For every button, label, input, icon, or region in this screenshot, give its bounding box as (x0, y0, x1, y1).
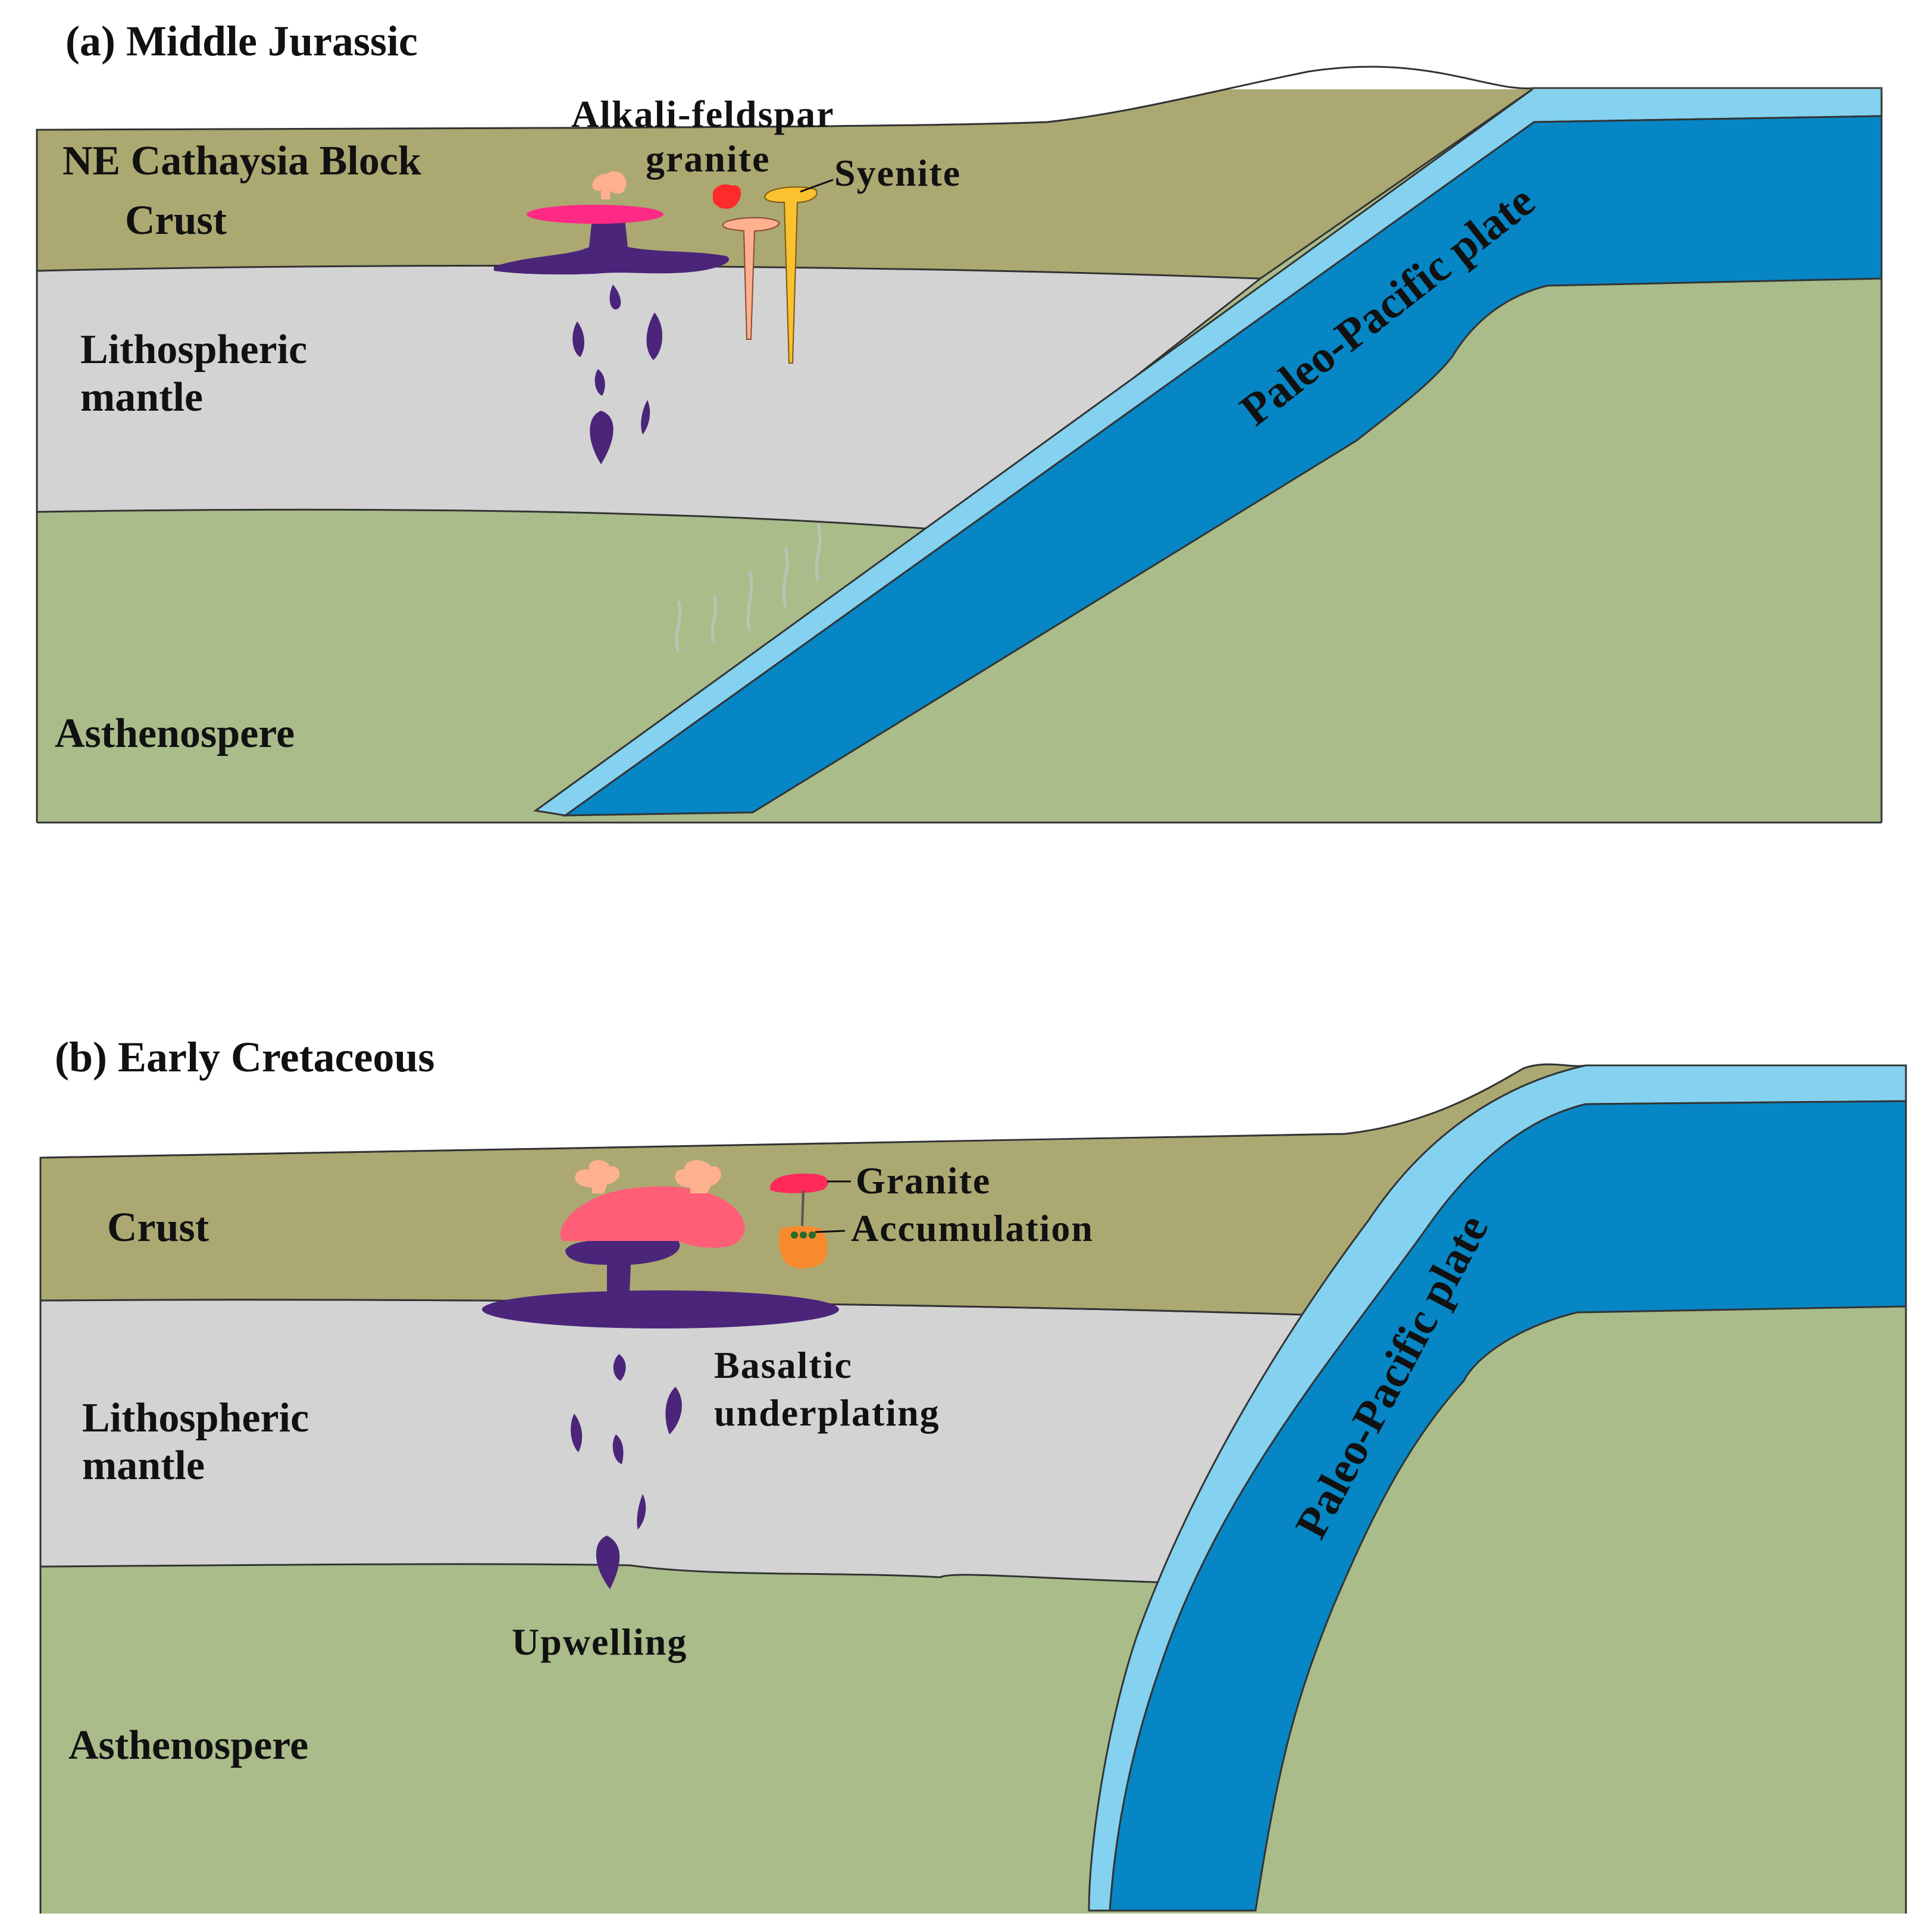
panel-b-mafic-stem (565, 1240, 680, 1293)
panel-a-magma-drop (590, 411, 614, 464)
panel-b-sky-above-crust (40, 1059, 1906, 1158)
panel-b-magma-drop (612, 1434, 624, 1464)
panel-b-crust-label: Crust (107, 1205, 209, 1251)
panel-b-magma-drop (665, 1387, 682, 1434)
panel-a-magma-drop (641, 400, 650, 434)
panel-b-mantle-label-2: mantle (82, 1443, 205, 1489)
panel-a-peach-cloud (592, 171, 627, 199)
panel-a-mafic-pool (494, 219, 730, 275)
panel-a-afg-dyke (722, 217, 781, 340)
panel-a-heat-wisps (675, 523, 822, 652)
panel-b-magma-drop (596, 1536, 620, 1589)
panel-a-syenite-leader (800, 179, 834, 193)
panel-b-accumulation-crystal (800, 1231, 807, 1239)
panel-b-magma-drop (637, 1494, 646, 1530)
panel-b-basaltic-label-2: underplating (714, 1392, 940, 1434)
panel-b-mantle-label-1: Lithospheric (82, 1395, 309, 1441)
panel-b-basaltic-label-1: Basaltic (714, 1344, 853, 1386)
panel-a-afg-red-body (712, 184, 741, 209)
panel-b-accumulation-label: Accumulation (851, 1207, 1094, 1249)
panel-b-peach-cloud (675, 1160, 721, 1193)
panel-b-magma-drop (571, 1414, 583, 1452)
panel-a-afg-label-1: Alkali-feldspar (571, 93, 834, 135)
panel-a-block-label: NE Cathaysia Block (62, 138, 421, 184)
panel-b-granite-label: Granite (856, 1159, 991, 1202)
panel-b-granite-body (560, 1186, 745, 1248)
panel-b-asthenosphere-label: Asthenospere (68, 1722, 308, 1768)
panel-a-crust-top (36, 65, 1882, 131)
panel-a-crust-label: Crust (125, 198, 227, 243)
panel-b-accumulation-crystal (809, 1231, 816, 1239)
panel-b-accumulation-leader (815, 1230, 846, 1233)
panel-b-underplating (482, 1290, 839, 1328)
panel-b-magma-drop (613, 1354, 626, 1381)
panel-a-mantle-label-1: Lithospheric (80, 327, 307, 373)
panel-a-magma-drop (646, 312, 662, 360)
panel-b: (b) Early Cretaceous Crust Lithospheric … (39, 1033, 1907, 1914)
panel-b-lithospheric-mantle (39, 1299, 1329, 1584)
panel-b-slab (1109, 1100, 1907, 1912)
panel-b-upwelling-label: Upwelling (512, 1621, 687, 1663)
panel-a-sky (37, 36, 1882, 89)
panel-b-peach-cloud (575, 1160, 620, 1193)
panel-a: (a) Middle Jurassic NE Cathaysia Block C… (36, 17, 1883, 824)
panel-b-title: (b) Early Cretaceous (55, 1033, 435, 1081)
panel-a-magma-drop (594, 369, 605, 396)
panel-b-granite-feeder (801, 1190, 805, 1227)
panel-a-asthenosphere-label: Asthenospere (55, 711, 295, 756)
panel-a-magma-drop (609, 285, 621, 310)
panel-a-syenite-label: Syenite (834, 152, 961, 194)
panel-a-mantle-label-2: mantle (80, 374, 203, 420)
panel-b-crust-top (40, 1063, 1906, 1159)
panel-a-sky-above-crust (37, 67, 1882, 130)
panel-a-slab (562, 115, 1883, 817)
panel-a-syenite-dyke (763, 186, 818, 364)
panel-a-magma-drop (572, 321, 584, 357)
panel-b-accumulation-crystal (791, 1231, 798, 1239)
panel-a-title: (a) Middle Jurassic (65, 17, 418, 65)
panel-a-granite-lens (527, 205, 663, 224)
panel-b-granite-cap (770, 1173, 828, 1193)
panel-a-afg-label-2: granite (646, 137, 771, 180)
